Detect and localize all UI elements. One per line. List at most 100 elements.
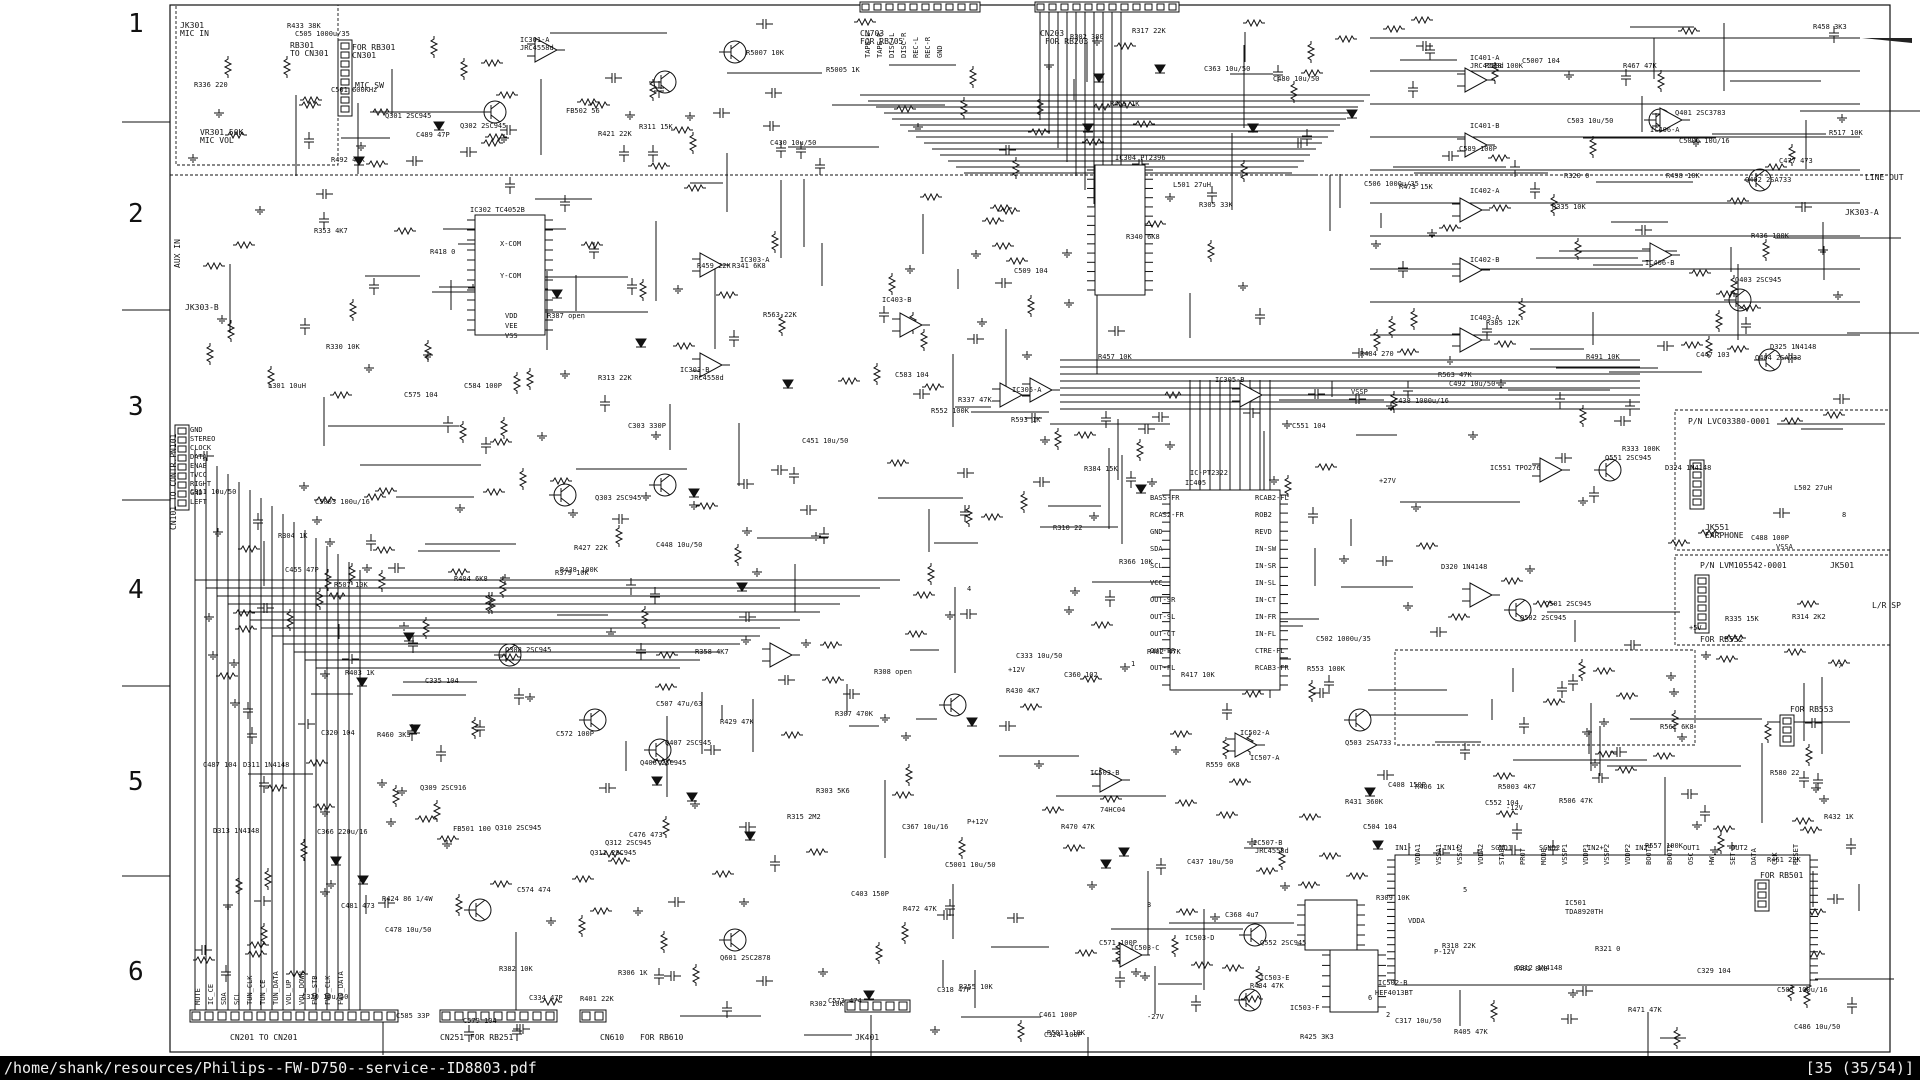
connector-label: FOR RB301 bbox=[352, 43, 396, 52]
resistor bbox=[1028, 127, 1050, 137]
connector-label: FOR RB553 bbox=[1790, 705, 1834, 714]
capacitor bbox=[1510, 160, 1520, 177]
pin-label: STABI bbox=[1498, 844, 1506, 865]
transistor bbox=[649, 70, 677, 94]
pin-label: VSSP2 bbox=[1603, 844, 1611, 865]
transistor-label: Q310 2SC945 bbox=[495, 824, 541, 832]
row-tick-marks bbox=[122, 121, 170, 877]
connector-label: CN301 bbox=[352, 51, 376, 60]
part-label: C438 1000u/16 bbox=[1394, 397, 1449, 405]
resistor bbox=[1549, 194, 1559, 216]
op-amp bbox=[762, 642, 800, 668]
pin-label: IN-CT bbox=[1255, 596, 1277, 604]
capacitor bbox=[627, 278, 637, 295]
pin-label: VSSP1 bbox=[1561, 844, 1569, 865]
capacitor bbox=[1398, 261, 1408, 278]
resistor bbox=[1277, 848, 1287, 870]
jk501-connector bbox=[1694, 574, 1710, 634]
transistor-label: Q301 2SC945 bbox=[385, 112, 431, 120]
op-amp bbox=[1452, 197, 1490, 223]
part-label: C334 47P bbox=[529, 994, 563, 1002]
resistor bbox=[323, 569, 333, 591]
part-label: R335 10K bbox=[1552, 203, 1587, 211]
resistor bbox=[429, 36, 439, 58]
resistor bbox=[1698, 528, 1720, 538]
document-path: /home/shank/resources/Philips--FW-D750--… bbox=[4, 1059, 537, 1077]
capacitor bbox=[1657, 341, 1674, 351]
capacitor bbox=[512, 1024, 522, 1041]
capacitor bbox=[481, 437, 491, 454]
capacitor bbox=[967, 334, 984, 344]
capacitor bbox=[406, 156, 423, 166]
connector-label: MIC SW bbox=[355, 81, 384, 90]
part-label: R403 1K bbox=[345, 669, 375, 677]
ground-symbol bbox=[1666, 672, 1676, 681]
ic-label: TDA8920TH bbox=[1565, 908, 1603, 916]
capacitor bbox=[626, 578, 636, 595]
transistor-label: Q403 2SC945 bbox=[1735, 276, 1781, 284]
bus-label: DISC-R bbox=[900, 32, 908, 58]
pin-label: VDDA bbox=[1408, 917, 1426, 925]
pin-label: +27V bbox=[1379, 477, 1397, 485]
part-label: C5003 100u/16 bbox=[315, 498, 370, 506]
part-label: C506 1000u/35 bbox=[1364, 180, 1419, 188]
part-label: R430 4K7 bbox=[1006, 687, 1040, 695]
resistor bbox=[577, 97, 599, 107]
part-label: C403 150P bbox=[851, 890, 889, 898]
capacitor bbox=[1442, 151, 1459, 161]
part-label: C5007 104 bbox=[1522, 57, 1560, 65]
ground-symbol bbox=[397, 787, 407, 796]
resistor bbox=[1800, 825, 1822, 835]
bus-label: GND bbox=[936, 45, 944, 58]
ic-label: JRC4558d bbox=[1255, 847, 1289, 855]
part-label: R559 6K8 bbox=[1206, 761, 1240, 769]
capacitor bbox=[1377, 770, 1394, 780]
diode bbox=[551, 289, 563, 299]
pin-label: IN-FL bbox=[1255, 630, 1276, 638]
part-label: R507 10K bbox=[334, 581, 369, 589]
ground-symbol bbox=[1131, 968, 1141, 977]
pin-label: BOOT2 bbox=[1666, 844, 1674, 865]
capacitor bbox=[1108, 326, 1125, 336]
pin-label: RESET bbox=[1792, 843, 1800, 865]
resistor bbox=[306, 758, 328, 768]
resistor bbox=[484, 592, 494, 614]
ic501-block bbox=[1387, 854, 1818, 986]
part-label: C366 220u/16 bbox=[317, 828, 368, 836]
row-number: 4 bbox=[128, 575, 144, 605]
transistor bbox=[1594, 458, 1622, 482]
resistor bbox=[964, 505, 974, 527]
ground-symbol bbox=[455, 504, 465, 513]
ground-symbol bbox=[1280, 882, 1290, 891]
resistor bbox=[990, 203, 1012, 213]
resistor bbox=[1241, 994, 1263, 1004]
capacitor bbox=[756, 19, 773, 29]
op-amp bbox=[692, 352, 730, 378]
resistor bbox=[286, 969, 308, 979]
pin-label: -27V bbox=[1147, 1013, 1165, 1021]
ground-symbol bbox=[537, 432, 547, 441]
resistor bbox=[1823, 410, 1845, 420]
resistor bbox=[648, 79, 658, 101]
capacitor bbox=[999, 721, 1016, 731]
capacitor bbox=[1512, 823, 1522, 840]
capacitor bbox=[957, 468, 974, 478]
bus-label: TUN_DATA bbox=[272, 970, 280, 1005]
resistor bbox=[673, 341, 695, 351]
part-label: R320 0 bbox=[1564, 172, 1589, 180]
resistor bbox=[1729, 275, 1739, 297]
part-label: C451 10u/50 bbox=[802, 437, 848, 445]
part-label: C571 100P bbox=[1099, 939, 1137, 947]
capacitor bbox=[1416, 41, 1433, 51]
resistor bbox=[216, 671, 238, 681]
pin-label: +5V bbox=[1689, 624, 1702, 632]
part-label: R434 47K bbox=[1250, 982, 1285, 990]
ground-symbol bbox=[1496, 379, 1506, 388]
part-label: C501 600KHz bbox=[331, 86, 377, 94]
resistor bbox=[437, 834, 459, 844]
ground-symbol bbox=[880, 714, 890, 723]
part-label: R308 open bbox=[874, 668, 912, 676]
ground-symbol bbox=[1669, 688, 1679, 697]
